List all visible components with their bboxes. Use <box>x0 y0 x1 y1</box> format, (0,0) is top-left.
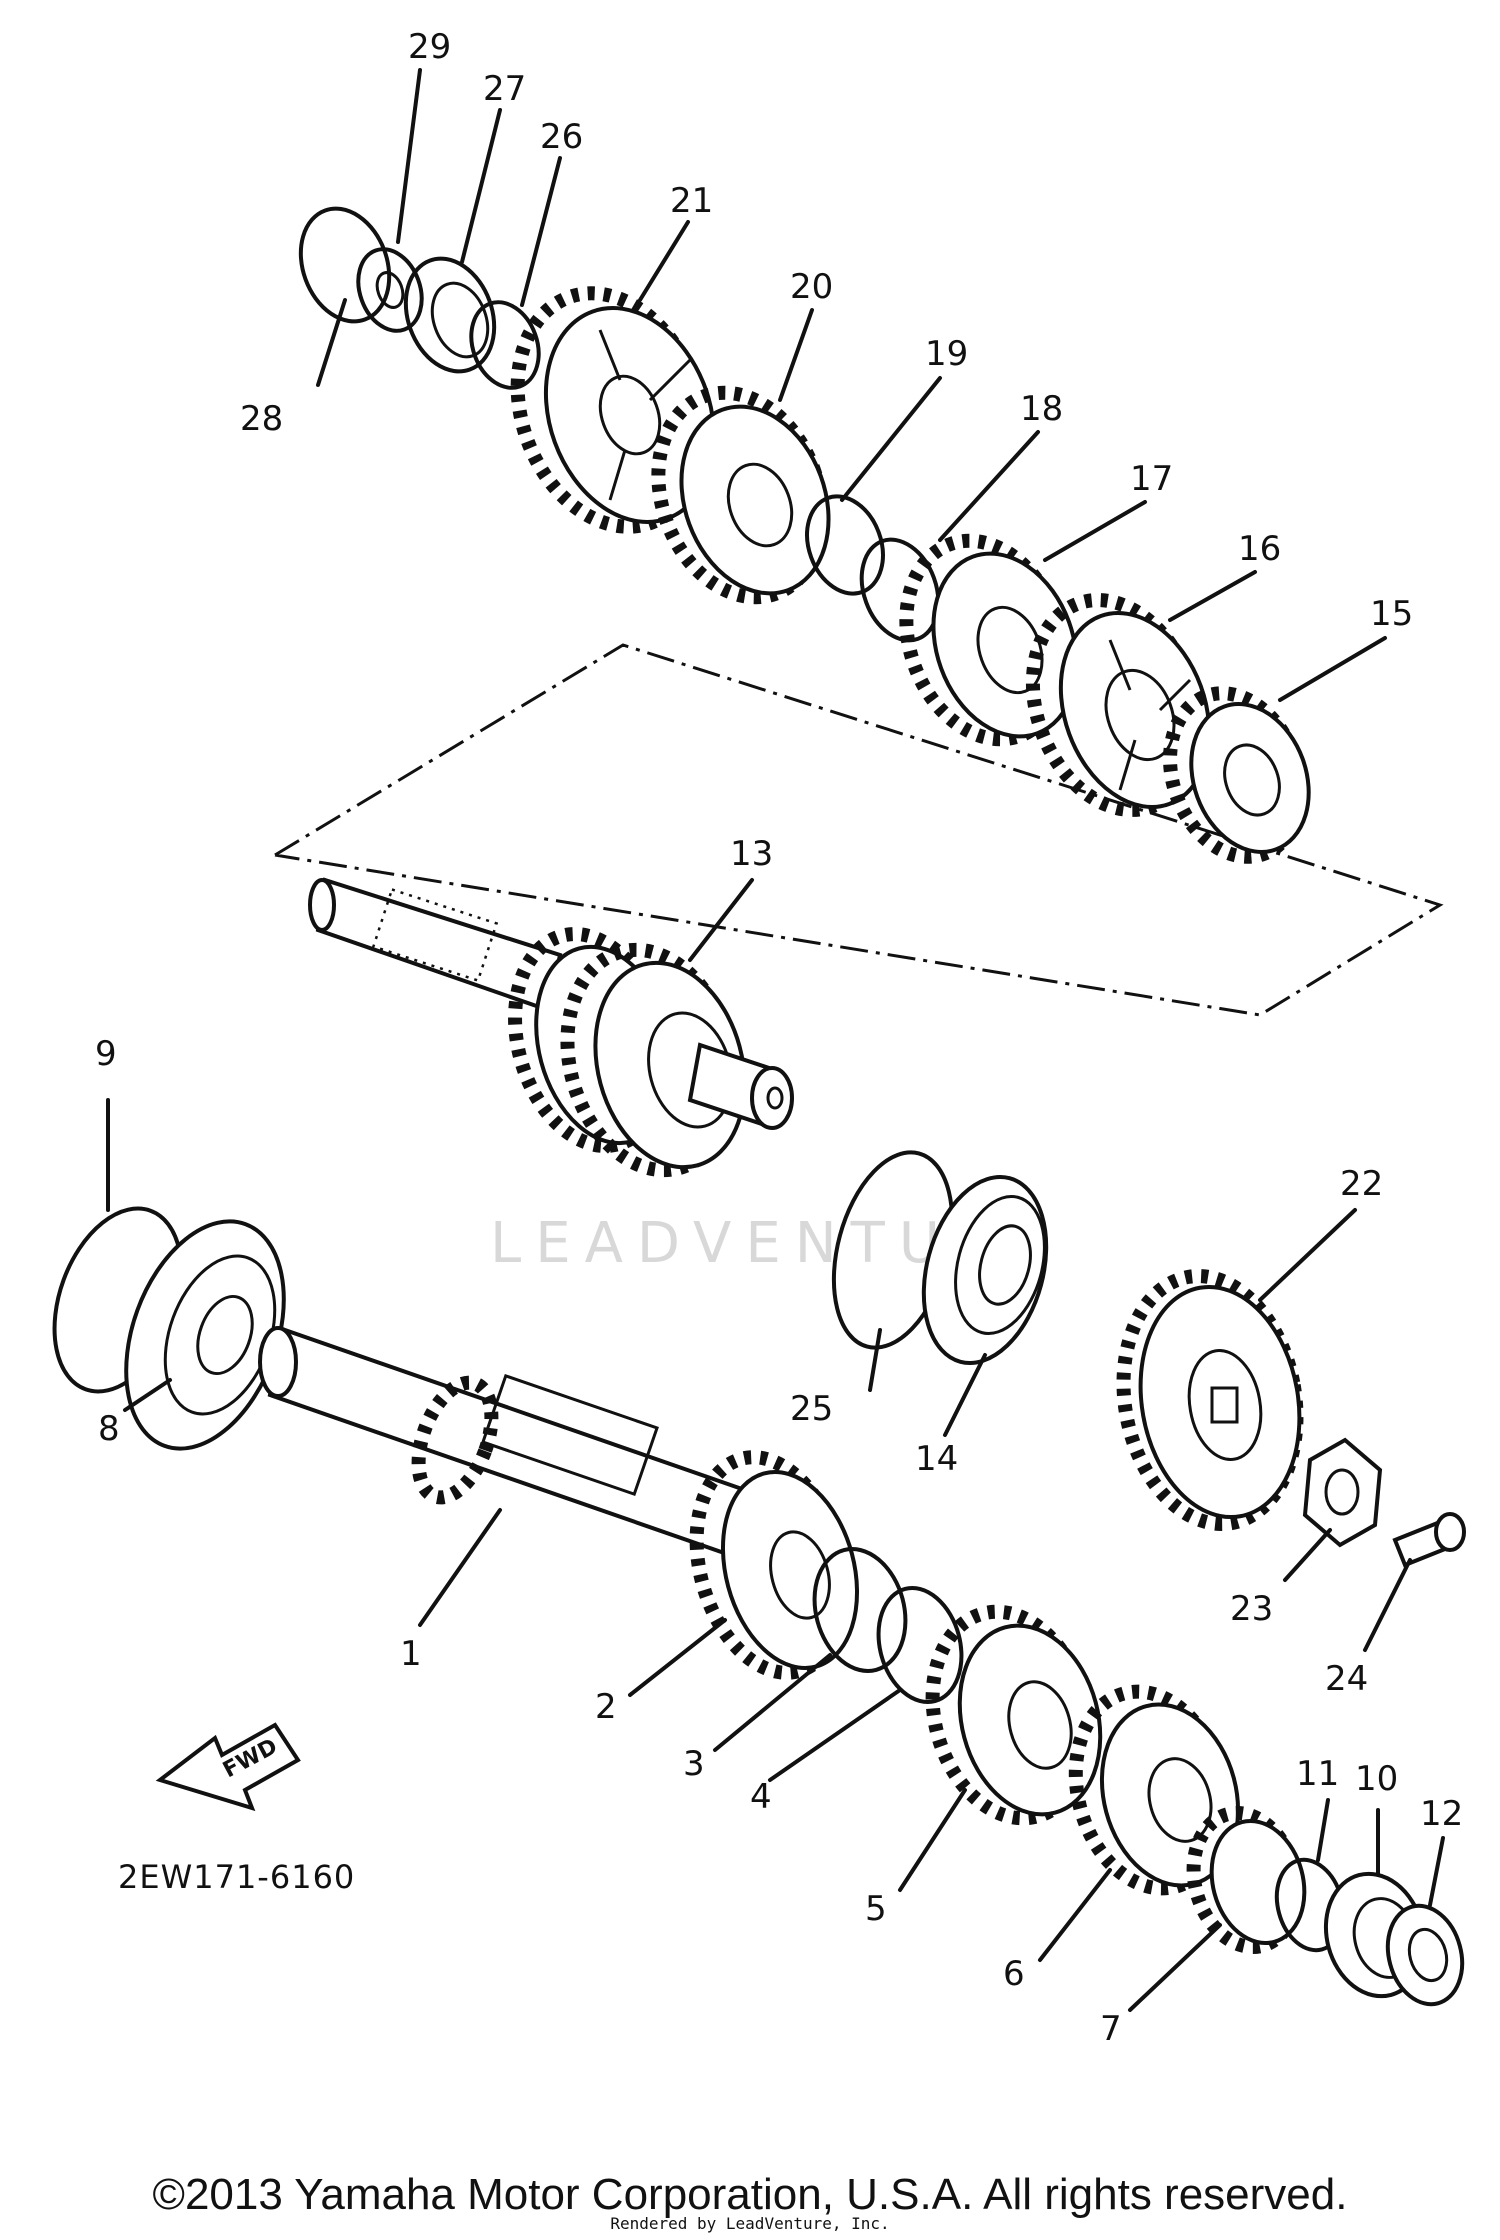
callout-15: 15 <box>1370 594 1413 634</box>
callout-10: 10 <box>1355 1759 1398 1799</box>
gear-21 <box>510 286 717 534</box>
assembly-outline <box>274 643 1444 1017</box>
callout-18: 18 <box>1020 389 1063 429</box>
callout-17: 17 <box>1130 459 1173 499</box>
callout-4: 4 <box>750 1777 772 1817</box>
gear-7 <box>1186 1806 1307 1954</box>
lock-washer-23 <box>1302 1437 1383 1548</box>
callout-9: 9 <box>95 1034 117 1074</box>
gear-5 <box>925 1604 1103 1826</box>
washer-29 <box>356 247 424 333</box>
gear-15 <box>1163 686 1311 864</box>
circlip-4 <box>876 1586 964 1704</box>
gear-20 <box>651 385 831 605</box>
callout-11: 11 <box>1296 1754 1339 1794</box>
washer-18 <box>859 537 941 643</box>
callout-12: 12 <box>1420 1794 1463 1834</box>
copyright-notice: ©2013 Yamaha Motor Corporation, U.S.A. A… <box>152 2170 1348 2219</box>
callout-29: 29 <box>408 27 451 67</box>
upper-gear-row <box>298 206 1311 864</box>
circlip-28 <box>298 206 392 324</box>
gear-16 <box>1025 593 1212 817</box>
callout-16: 16 <box>1238 529 1281 569</box>
callout-1: 1 <box>400 1634 422 1674</box>
gear-2 <box>689 1450 860 1680</box>
callout-19: 19 <box>925 334 968 374</box>
leader-lines <box>106 68 1445 2012</box>
callout-5: 5 <box>865 1889 887 1929</box>
callout-labels: 1 2 3 4 5 6 7 8 9 10 11 12 13 14 15 16 1… <box>95 27 1463 2049</box>
main-axle-13 <box>308 877 794 1178</box>
part-code: 2EW171-6160 <box>118 1858 355 1896</box>
callout-26: 26 <box>540 117 583 157</box>
drive-sprocket-22 <box>1116 1269 1304 1531</box>
callout-23: 23 <box>1230 1589 1273 1629</box>
callout-3: 3 <box>683 1744 705 1784</box>
washer-3 <box>812 1547 908 1673</box>
callout-14: 14 <box>915 1439 958 1479</box>
drive-axle-1 <box>258 1326 748 1558</box>
bolt-24 <box>1392 1512 1466 1568</box>
callout-27: 27 <box>483 69 526 109</box>
callout-22: 22 <box>1340 1164 1383 1204</box>
callout-24: 24 <box>1325 1659 1368 1699</box>
callout-20: 20 <box>790 267 833 307</box>
callout-21: 21 <box>670 181 713 221</box>
callout-6: 6 <box>1003 1954 1025 1994</box>
callout-13: 13 <box>730 834 773 874</box>
oil-seal-14 <box>921 1175 1049 1365</box>
callout-28: 28 <box>240 399 283 439</box>
washer-26 <box>469 300 541 390</box>
bearing-27 <box>403 256 497 374</box>
rendered-by-note: Rendered by LeadVenture, Inc. <box>610 2214 890 2233</box>
forward-arrow-icon: FWD <box>155 1722 301 1812</box>
callout-25: 25 <box>790 1389 833 1429</box>
collar-12 <box>1385 1903 1465 2007</box>
callout-2: 2 <box>595 1687 617 1727</box>
callout-7: 7 <box>1100 2009 1122 2049</box>
callout-8: 8 <box>98 1409 120 1449</box>
